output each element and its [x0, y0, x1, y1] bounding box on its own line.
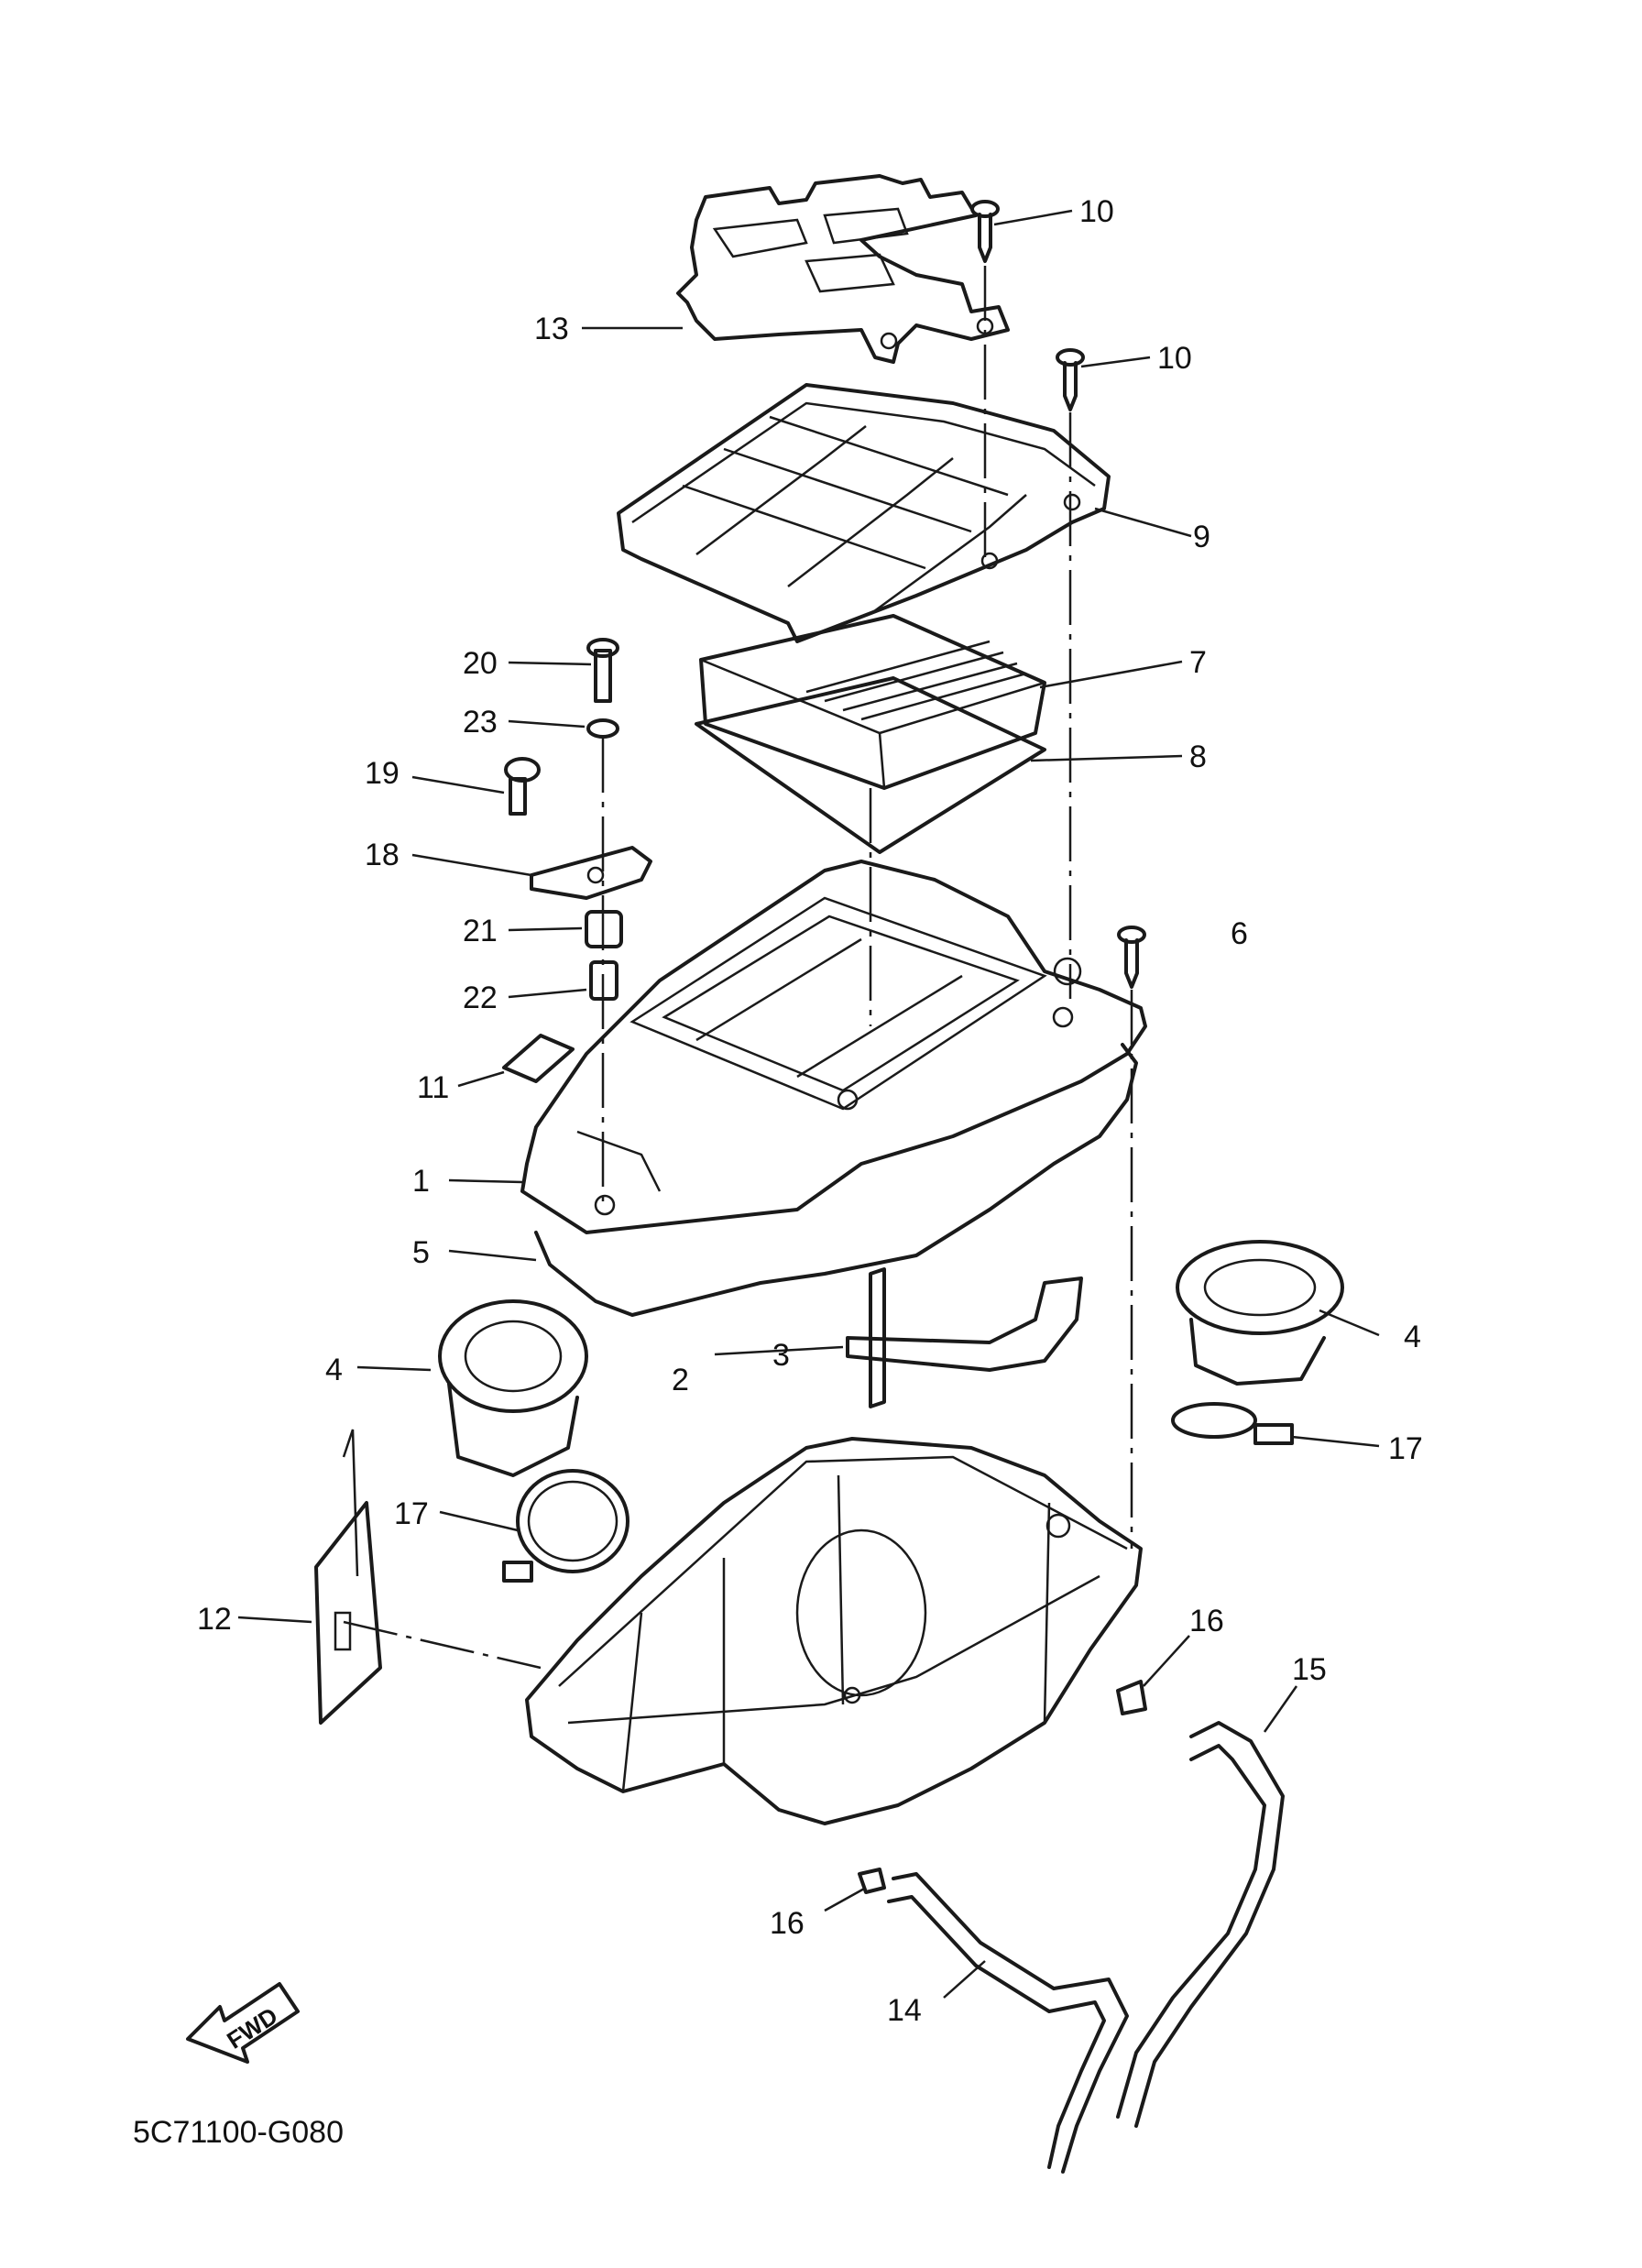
part-10-screw-lower	[1056, 348, 1085, 411]
callout-11: 11	[417, 1070, 449, 1105]
callout-10-upper: 10	[1079, 194, 1114, 229]
callout-16-lower: 16	[770, 1906, 805, 1941]
part-1-air-filter-case-upper	[520, 860, 1147, 1234]
callout-4-right: 4	[1404, 1320, 1421, 1354]
callout-7: 7	[1189, 645, 1207, 680]
part-4-funnel-right	[1176, 1240, 1344, 1386]
callout-20: 20	[463, 646, 498, 681]
callout-15: 15	[1292, 1652, 1327, 1687]
leader-lines	[237, 209, 1380, 1999]
part-11-label	[502, 1034, 575, 1083]
callout-18: 18	[365, 838, 400, 872]
center-lines	[343, 266, 1133, 1670]
callout-numbers: 10 10 13 9 7 8 20 23 19 18 21 6 22 11 1 …	[197, 194, 1423, 2028]
callout-17-left: 17	[394, 1496, 429, 1531]
callout-10-lower: 10	[1157, 341, 1192, 376]
callout-19: 19	[365, 756, 400, 791]
callout-17-right: 17	[1388, 1431, 1423, 1466]
part-2-air-filter-case-lower	[525, 1437, 1143, 1825]
part-8-filter-gasket	[695, 676, 1046, 854]
callout-4-left: 4	[325, 1353, 343, 1387]
part-18-bracket	[530, 846, 652, 900]
part-14-drain-hose	[887, 1872, 1129, 2174]
part-10-screw-upper	[970, 200, 1000, 263]
part-23-washer	[586, 718, 619, 739]
part-5-joint-seal	[534, 1043, 1138, 1317]
part-7-filter-element	[699, 614, 1046, 790]
part-13-bracket	[676, 174, 1010, 364]
callout-9: 9	[1193, 520, 1210, 554]
part-17-clamp-left	[502, 1469, 629, 1583]
callout-5: 5	[412, 1235, 430, 1270]
part-16-clip-lower	[858, 1868, 886, 1894]
part-12-sheet	[314, 1429, 382, 1725]
part-16-clip-upper	[1116, 1680, 1147, 1715]
callout-6: 6	[1231, 916, 1248, 951]
callout-12: 12	[197, 1602, 232, 1637]
callout-13: 13	[534, 312, 569, 346]
callout-16-upper: 16	[1189, 1604, 1224, 1638]
callout-14: 14	[887, 1993, 922, 2028]
callout-8: 8	[1189, 740, 1207, 774]
part-15-drain-hose	[1116, 1721, 1285, 2128]
diagram-code: 5C71100-G080	[133, 2115, 344, 2150]
part-19-bolt	[504, 757, 541, 816]
fwd-arrow-icon: FWD	[186, 1982, 300, 2064]
part-4-funnel-left	[438, 1299, 588, 1477]
callout-23: 23	[463, 705, 498, 740]
callout-21: 21	[463, 914, 498, 948]
part-3-joint-tube	[846, 1267, 1083, 1408]
callout-22: 22	[463, 981, 498, 1015]
part-17-clamp-right	[1171, 1402, 1294, 1445]
part-6-screw	[1117, 926, 1146, 989]
callout-2: 2	[672, 1363, 689, 1397]
part-9-case-cover	[617, 383, 1111, 643]
callout-3: 3	[772, 1338, 790, 1373]
part-20-bolt	[586, 638, 619, 703]
callout-1: 1	[412, 1164, 430, 1199]
